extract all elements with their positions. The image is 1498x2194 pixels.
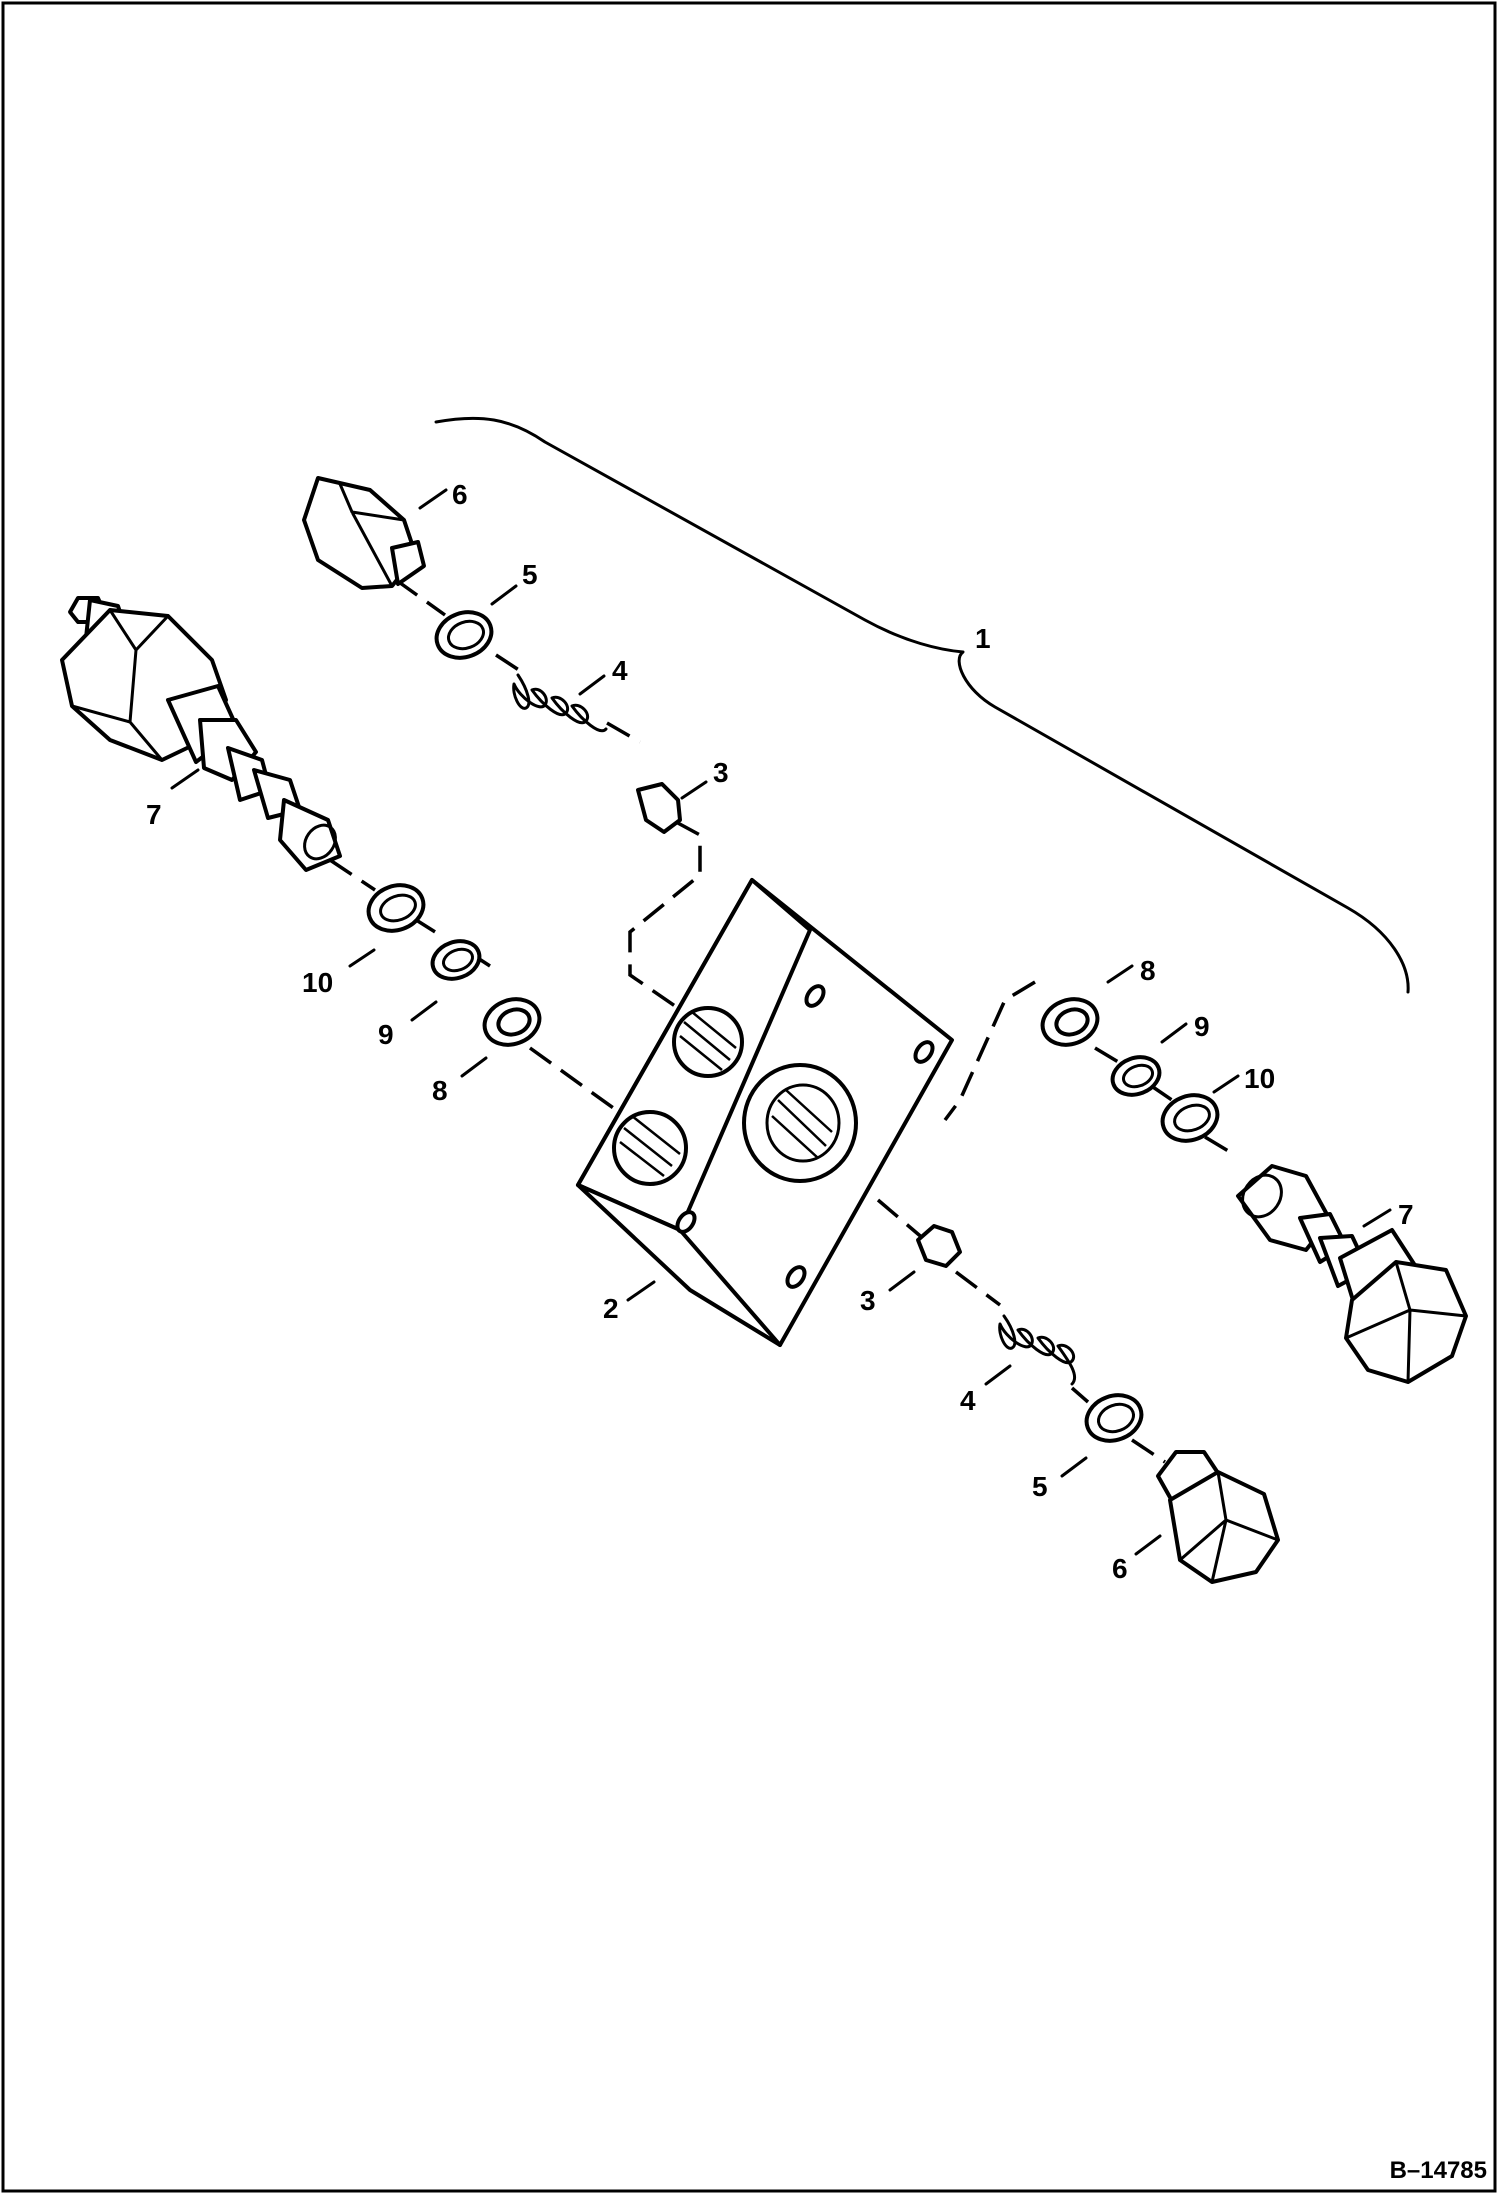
- spring-lower: [998, 1314, 1077, 1386]
- poppet-lower: [916, 1224, 962, 1268]
- relief-cartridge-left: [60, 596, 342, 872]
- callout-3-lower: 3: [860, 1285, 876, 1316]
- callout-9-left: 9: [378, 1019, 394, 1050]
- figure-id: B–14785: [1390, 2157, 1487, 2184]
- poppet-upper: [636, 782, 682, 834]
- callouts: 1 2 3 3 4 4 5 5 6 6 7 7 8 8 9 9 10 10: [146, 479, 1414, 1584]
- backup-ring-right-9: [1110, 1055, 1162, 1097]
- o-ring-upper: [434, 610, 494, 660]
- callout-9-right: 9: [1194, 1011, 1210, 1042]
- callout-5-lower: 5: [1032, 1471, 1048, 1502]
- backup-ring-left-9: [430, 939, 482, 981]
- valve-block: [576, 878, 954, 1347]
- o-ring-lower: [1084, 1393, 1144, 1443]
- callout-2: 2: [603, 1293, 619, 1324]
- leader-lines: [170, 488, 1392, 1556]
- callout-6-upper: 6: [452, 479, 468, 510]
- callout-1: 1: [975, 623, 991, 654]
- callout-8-left: 8: [432, 1075, 448, 1106]
- callout-5-upper: 5: [522, 559, 538, 590]
- plug-upper: [302, 476, 426, 590]
- callout-7-right: 7: [1398, 1199, 1414, 1230]
- spring-upper: [512, 673, 608, 733]
- callout-7-left: 7: [146, 799, 162, 830]
- assembly-brace: [434, 416, 1410, 994]
- callout-3-upper: 3: [713, 757, 729, 788]
- relief-cartridge-right: [1236, 1164, 1468, 1384]
- plug-lower: [1156, 1450, 1280, 1584]
- callout-8-right: 8: [1140, 955, 1156, 986]
- callout-10-right: 10: [1244, 1063, 1275, 1094]
- callout-4-upper: 4: [612, 655, 628, 686]
- callout-4-lower: 4: [960, 1385, 976, 1416]
- callout-6-lower: 6: [1112, 1553, 1128, 1584]
- callout-10-left: 10: [302, 967, 333, 998]
